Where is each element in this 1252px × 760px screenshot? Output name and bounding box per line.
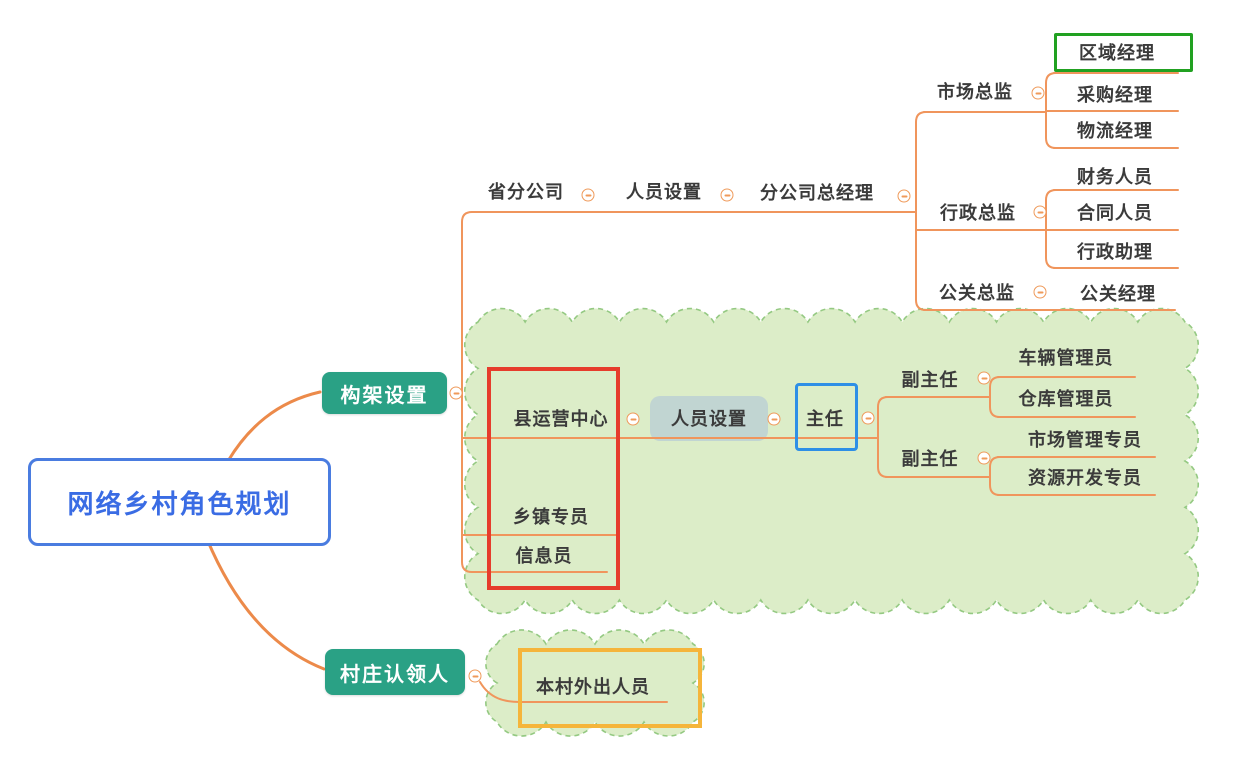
node-pr-director[interactable]: 公关总监 [939,283,1015,303]
node-resource-specialist[interactable]: 资源开发专员 [1028,468,1142,488]
node-director[interactable]: 主任 [806,409,844,429]
node-market-specialist[interactable]: 市场管理专员 [1028,430,1142,450]
node-warehouse-manager[interactable]: 仓库管理员 [1018,389,1114,409]
node-migrant-workers[interactable]: 本村外出人员 [536,677,650,697]
node-vehicle-manager[interactable]: 车辆管理员 [1018,348,1114,368]
node-regional-manager[interactable]: 区域经理 [1079,43,1155,63]
annotation-box-red[interactable] [487,367,620,590]
root-topic[interactable]: 网络乡村角色规划 [28,458,331,546]
collapse-icon[interactable] [977,371,991,385]
collapse-icon[interactable] [581,188,595,202]
collapse-icon[interactable] [977,451,991,465]
collapse-icon[interactable] [861,411,875,425]
boundary-cloud-county[interactable] [464,307,1199,615]
collapse-icon[interactable] [468,669,482,683]
branch-architecture-label: 构架设置 [340,384,429,407]
root-branch-lines [205,390,326,671]
branch-architecture[interactable]: 构架设置 [322,372,447,414]
node-marketing-director[interactable]: 市场总监 [937,82,1013,102]
annotation-box-yellow[interactable] [518,648,702,728]
collapse-icon[interactable] [720,188,734,202]
node-admin-assistant[interactable]: 行政助理 [1077,242,1153,262]
collapse-icon[interactable] [1033,285,1047,299]
node-pr-manager[interactable]: 公关经理 [1080,284,1156,304]
collapse-icon[interactable] [897,189,911,203]
node-finance-staff[interactable]: 财务人员 [1077,167,1153,187]
node-provincial-staffing[interactable]: 人员设置 [626,182,702,202]
node-logistics-manager[interactable]: 物流经理 [1077,121,1153,141]
node-admin-director[interactable]: 行政总监 [940,203,1016,223]
node-purchasing-manager[interactable]: 采购经理 [1077,85,1153,105]
root-topic-label: 网络乡村角色规划 [67,488,292,519]
node-county-staffing[interactable]: 人员设置 [671,409,747,429]
node-township-specialist[interactable]: 乡镇专员 [513,507,589,527]
branch-lines [461,72,1179,703]
node-county-center[interactable]: 县运营中心 [513,409,609,429]
branch-village-claimant-label: 村庄认领人 [340,663,450,686]
collapse-icon[interactable] [1033,205,1047,219]
collapse-icon[interactable] [626,412,640,426]
boundary-cloud-village[interactable] [485,629,705,737]
node-contract-staff[interactable]: 合同人员 [1077,203,1153,223]
node-general-manager[interactable]: 分公司总经理 [760,183,874,203]
selection-highlight[interactable] [650,396,768,441]
annotation-box-green[interactable] [1054,33,1193,72]
node-provincial-company[interactable]: 省分公司 [488,182,564,202]
branch-village-claimant[interactable]: 村庄认领人 [325,649,465,695]
collapse-icon[interactable] [767,412,781,426]
node-information-officer[interactable]: 信息员 [515,546,573,566]
annotation-box-blue[interactable] [795,383,858,451]
collapse-icon[interactable] [1031,86,1045,100]
node-deputy-director-1[interactable]: 副主任 [901,370,959,390]
node-deputy-director-2[interactable]: 副主任 [901,449,959,469]
collapse-icon[interactable] [449,386,463,400]
